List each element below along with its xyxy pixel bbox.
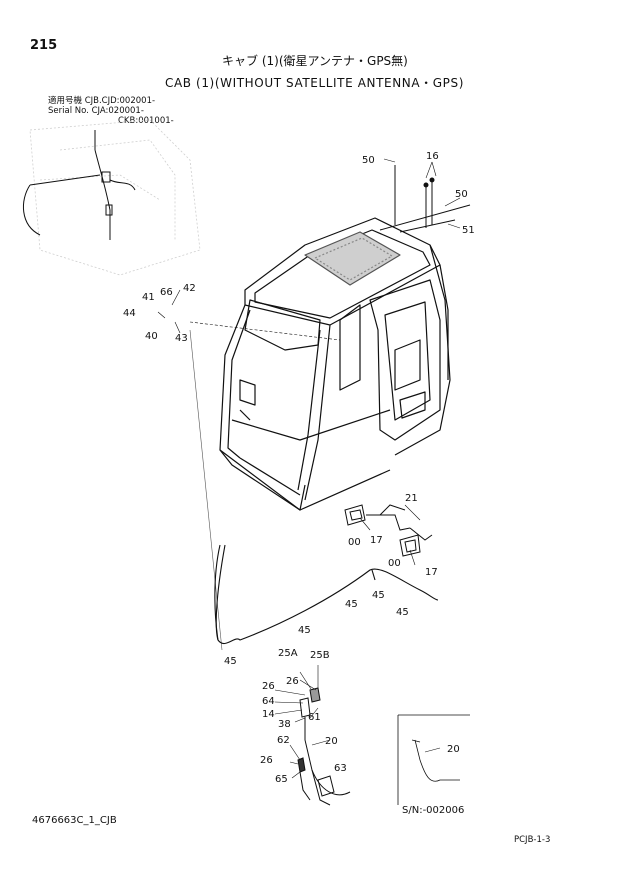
callout-26: 26 [260,755,273,766]
callout-51: 51 [462,225,475,236]
inset-detail-box [397,714,470,805]
callout-45: 45 [396,607,409,618]
callout-25a: 25A [278,648,298,659]
callout-64: 64 [262,696,275,707]
callout-45: 45 [224,656,237,667]
callout-26: 26 [286,676,299,687]
cab-frame [219,217,451,511]
document-id: 4676663C_1_CJB [32,815,117,826]
callout-43: 43 [175,333,188,344]
inset-serial-range: S/N:-002006 [402,805,465,816]
background-machine-sketch [29,119,201,276]
title-japanese: キャブ (1)(衛星アンテナ・GPS無) [222,54,408,68]
serial-line-3: CKB:001001- [118,116,174,126]
callout-00: 00 [348,537,361,548]
callout-61: 61 [308,712,321,723]
callout-50: 50 [455,189,468,200]
callout-26: 26 [262,681,275,692]
callout-21: 21 [405,493,418,504]
serial-line-1: 適用号機 CJB.CJD:002001- [48,96,156,106]
callout-40: 40 [145,331,158,342]
callout-45: 45 [372,590,385,601]
callout-42: 42 [183,283,196,294]
serial-number-block: 適用号機 CJB.CJD:002001- Serial No. CJA:0200… [48,96,174,126]
antenna-harness-detail [22,130,136,240]
callout-20: 20 [447,744,460,755]
switch-harness-20 [274,665,351,806]
callout-38: 38 [278,719,291,730]
callout-62: 62 [277,735,290,746]
serial-line-2: Serial No. CJA:020001- [48,106,144,116]
callout-14: 14 [262,709,275,720]
callout-20: 20 [325,736,338,747]
callout-66: 66 [160,287,173,298]
callout-17: 17 [370,535,383,546]
callout-labels: 16 50 50 51 42 66 41 44 40 43 21 00 17 0… [123,151,475,785]
callout-63: 63 [334,763,347,774]
callout-17: 17 [425,567,438,578]
callout-45: 45 [298,625,311,636]
cab-lamps [344,504,433,557]
callout-45: 45 [345,599,358,610]
antenna-bracket [379,165,471,233]
title-english: CAB (1)(WITHOUT SATELLITE ANTENNA・GPS) [165,76,465,90]
page-number: 215 [30,38,58,53]
leader-lines [157,158,461,651]
callout-41: 41 [142,292,155,303]
callout-00: 00 [388,558,401,569]
callout-44: 44 [123,308,136,319]
page-code: PCJB-1-3 [514,835,551,845]
callout-50: 50 [362,155,375,166]
callout-65: 65 [275,774,288,785]
wiring-harness-45 [214,544,439,645]
callout-25b: 25B [310,650,330,661]
callout-16: 16 [426,151,439,162]
